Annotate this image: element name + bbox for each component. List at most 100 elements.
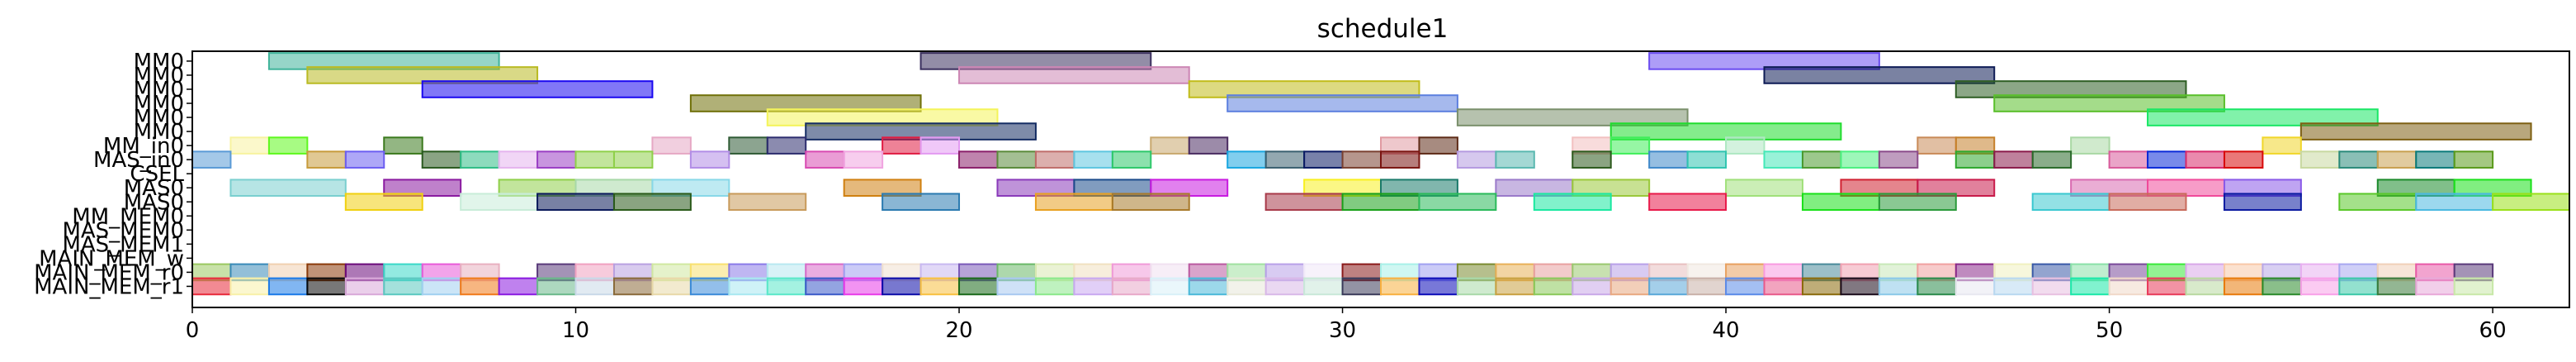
task-bar — [728, 277, 768, 296]
task-bar — [2299, 122, 2532, 141]
task-bar — [1533, 277, 1574, 296]
task-bar — [2185, 150, 2225, 169]
task-bar — [1341, 193, 1420, 212]
task-bar — [958, 277, 999, 296]
task-bar — [1227, 277, 1267, 296]
task-bar — [2108, 150, 2149, 169]
task-bar — [1725, 179, 1803, 198]
task-bar — [919, 136, 961, 155]
task-bar — [728, 193, 807, 212]
task-bar — [2031, 193, 2110, 212]
task-bar — [1073, 150, 1113, 169]
x-tick-label: 50 — [2096, 318, 2123, 343]
task-bar — [1495, 150, 1535, 169]
task-bar — [229, 179, 347, 198]
task-bar — [1034, 193, 1113, 212]
task-bar — [2376, 150, 2418, 169]
task-bar — [612, 277, 654, 296]
task-bar — [1993, 94, 2225, 112]
task-bar — [1188, 136, 1229, 155]
task-bar — [460, 277, 500, 296]
task-bar — [612, 193, 692, 212]
task-bar — [2262, 136, 2302, 155]
task-bar — [1840, 150, 1880, 169]
task-bar — [2299, 150, 2341, 169]
task-bar — [498, 150, 539, 169]
task-bar — [843, 277, 884, 296]
y-axis: MM0MM0MM0MM0MM0MM0MM_in0MAS_in0CSELMAS0M… — [34, 50, 192, 299]
task-bar — [536, 193, 615, 212]
task-bar — [766, 136, 807, 155]
task-bar — [1303, 277, 1344, 296]
task-bar — [1264, 193, 1344, 212]
task-bar — [1188, 277, 1229, 296]
task-bar — [1341, 150, 1382, 169]
task-bar — [1111, 150, 1152, 169]
task-bar — [574, 277, 615, 296]
task-bar — [1227, 150, 1267, 169]
task-bar — [383, 136, 423, 155]
task-bar — [267, 136, 309, 155]
x-tick-label: 20 — [945, 318, 972, 343]
task-bar — [460, 150, 500, 169]
task-bars — [191, 52, 2570, 296]
task-bar — [2031, 277, 2073, 296]
task-bar — [651, 136, 692, 155]
task-bar — [1609, 277, 1651, 296]
task-bar — [882, 136, 922, 155]
task-bar — [1380, 277, 1420, 296]
task-bar — [1878, 150, 1919, 169]
task-bar — [1648, 193, 1728, 212]
task-bar — [229, 136, 270, 155]
task-bar — [2108, 193, 2187, 212]
task-bar — [1878, 193, 1957, 212]
x-tick-label: 60 — [2479, 318, 2507, 343]
y-tick-label: MAS_MEM1 — [62, 232, 184, 257]
task-bar — [805, 150, 845, 169]
task-bar — [2031, 150, 2073, 169]
x-tick-label: 40 — [1713, 318, 1740, 343]
task-bar — [1264, 277, 1306, 296]
task-bar — [229, 277, 270, 296]
task-bar — [1686, 277, 1728, 296]
task-bar — [421, 80, 654, 98]
task-bar — [1993, 150, 2034, 169]
task-bar — [2147, 108, 2379, 126]
task-bar — [2453, 277, 2494, 296]
task-bar — [958, 150, 999, 169]
task-bar — [2223, 193, 2302, 212]
task-bar — [1418, 277, 1458, 296]
task-bar — [1801, 277, 1842, 296]
task-bar — [843, 150, 884, 169]
task-bar — [1993, 277, 2034, 296]
task-bar — [1763, 277, 1803, 296]
task-bar — [1418, 193, 1497, 212]
y-tick-label: MM0 — [134, 92, 184, 117]
y-tick-label: MM_in0 — [103, 134, 184, 159]
task-bar — [1150, 277, 1190, 296]
task-bar — [1725, 277, 1765, 296]
y-tick-label: CSEL — [130, 162, 184, 187]
task-bar — [1111, 277, 1152, 296]
task-bar — [306, 150, 347, 169]
task-bar — [1725, 136, 1765, 155]
task-bar — [1954, 277, 1996, 296]
task-bar — [191, 150, 232, 169]
task-bar — [2223, 277, 2264, 296]
task-bar — [2147, 150, 2187, 169]
task-bar — [2185, 277, 2225, 296]
task-bar — [1303, 150, 1344, 169]
task-bar — [536, 150, 577, 169]
task-bar — [2453, 150, 2494, 169]
task-bar — [1609, 136, 1651, 155]
task-bar — [191, 277, 232, 296]
task-bar — [2338, 193, 2418, 212]
y-tick-label: MAS0 — [124, 190, 184, 215]
task-bar — [1917, 277, 1957, 296]
task-bar — [1648, 277, 1689, 296]
task-bar — [1034, 277, 1075, 296]
task-bar — [1150, 136, 1190, 155]
task-bar — [1456, 150, 1497, 169]
task-bar — [2415, 150, 2455, 169]
